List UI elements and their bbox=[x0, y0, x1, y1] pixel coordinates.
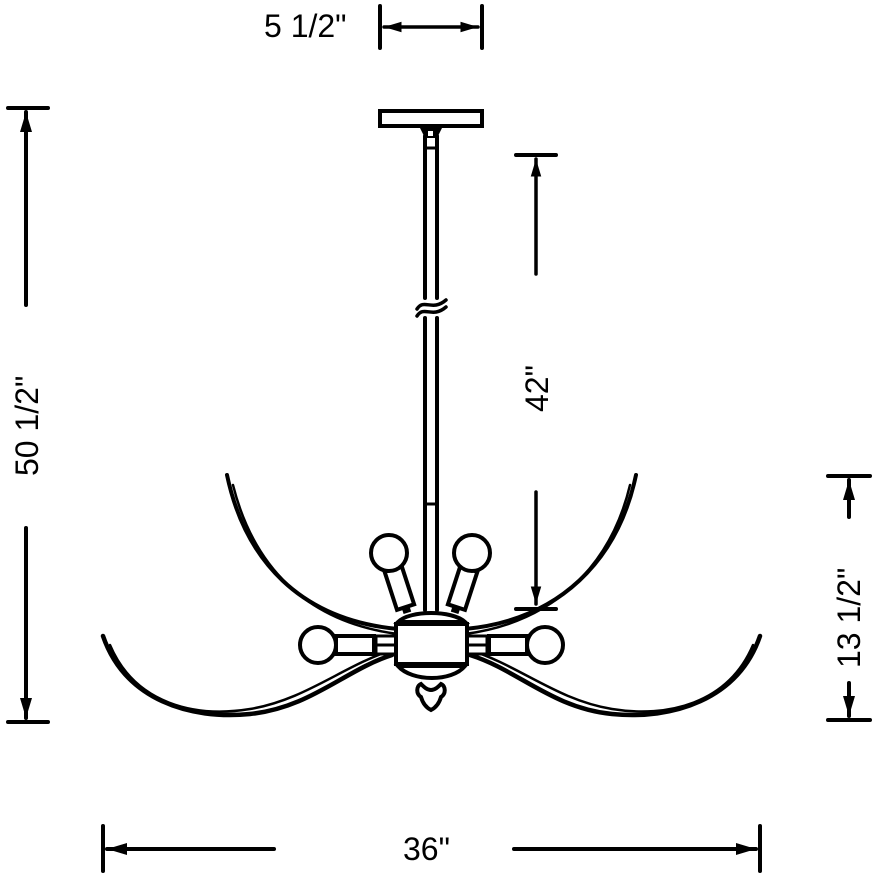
canopy bbox=[378, 109, 484, 138]
fixture-height-dimension: 13 1/2" bbox=[826, 474, 872, 722]
overall-height-label: 50 1/2" bbox=[9, 376, 45, 476]
lower-right-arm bbox=[467, 633, 763, 718]
downrod bbox=[415, 134, 448, 612]
fixture-height-label: 13 1/2" bbox=[831, 568, 867, 668]
upper-right-arm bbox=[463, 473, 638, 636]
rod-length-dimension: 42" bbox=[514, 153, 558, 611]
upper-left-arm bbox=[225, 473, 400, 636]
canopy-width-dimension: 5 1/2" bbox=[264, 4, 484, 50]
fixture-width-label: 36" bbox=[403, 831, 450, 867]
side-left-bulb bbox=[298, 625, 398, 665]
arms bbox=[100, 473, 763, 718]
lower-left-arm bbox=[100, 633, 395, 718]
rod-break-mark bbox=[415, 298, 448, 311]
upper-left-bulb bbox=[369, 533, 417, 615]
rod-length-label: 42" bbox=[519, 365, 555, 412]
canopy-width-label: 5 1/2" bbox=[264, 8, 347, 44]
upper-right-bulb bbox=[445, 533, 492, 615]
bottom-finial bbox=[415, 681, 447, 713]
overall-height-dimension: 50 1/2" bbox=[6, 106, 50, 724]
side-right-bulb bbox=[465, 625, 565, 665]
fixture-width-dimension: 36" bbox=[101, 824, 762, 873]
center-body bbox=[393, 611, 471, 680]
